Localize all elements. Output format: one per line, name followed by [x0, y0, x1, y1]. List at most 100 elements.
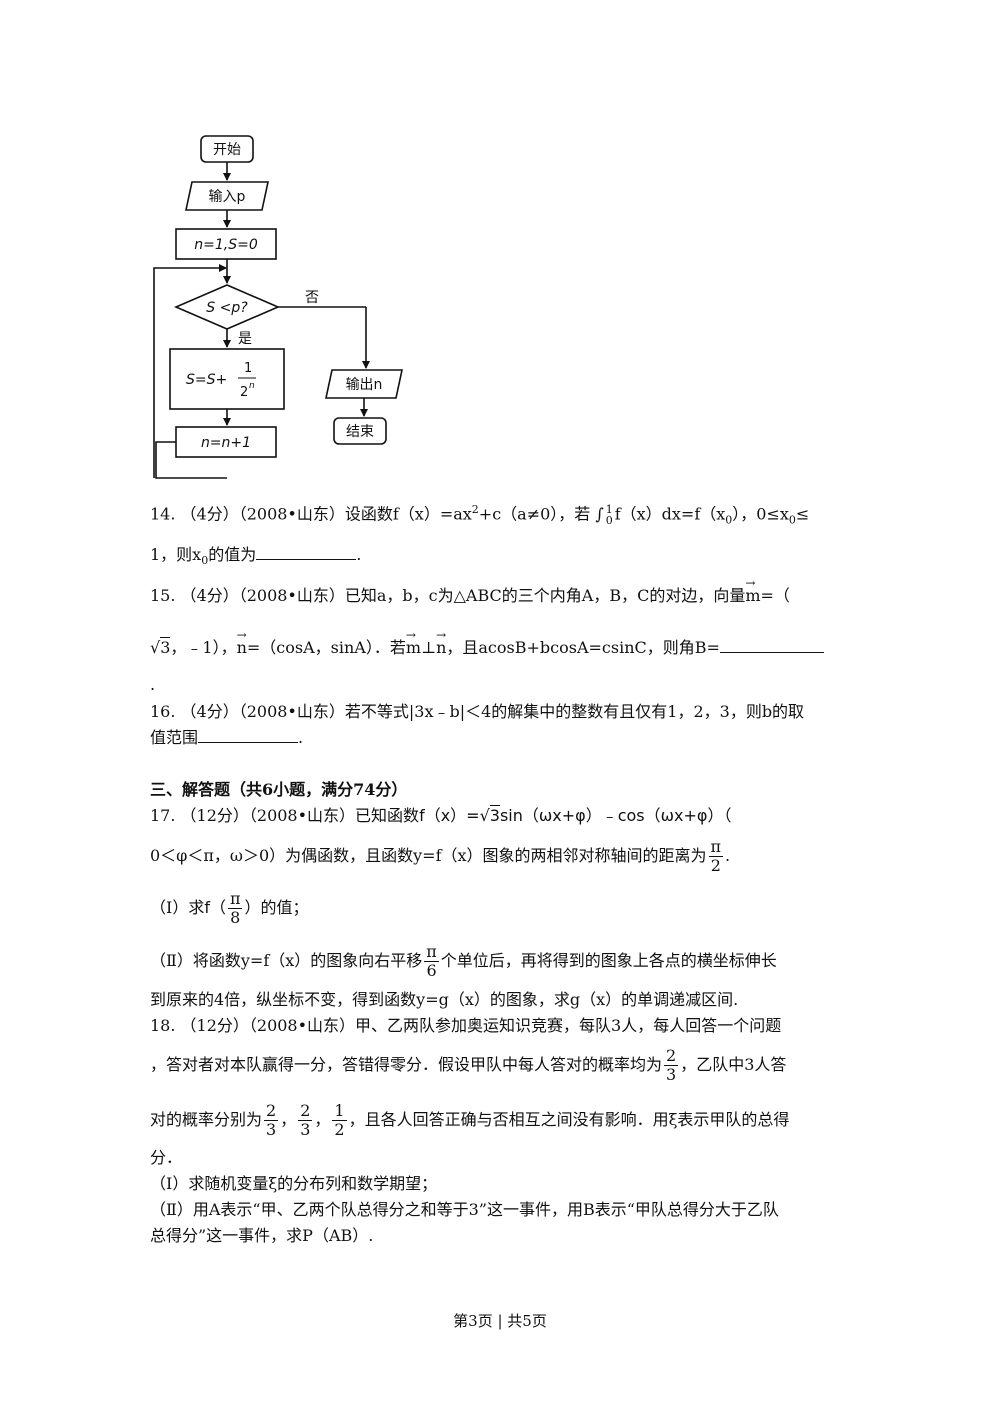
q18-frac-num: 2 — [664, 1046, 679, 1066]
q18-frac3-num: 1 — [332, 1101, 347, 1121]
flow-update-s-label: S=S+ — [186, 372, 227, 388]
flow-end-label: 结束 — [346, 424, 374, 440]
q18-comma1: ， — [280, 1110, 297, 1129]
flow-update-s-den: 2 — [240, 385, 248, 400]
q18-text-a: ，答对者对本队赢得一分，答错得零分．假设甲队中每人答对的概率均为 — [150, 1055, 663, 1074]
q18-comma2: ， — [314, 1110, 331, 1129]
flow-input-box — [185, 181, 269, 211]
q18-line1: 18. （12分）（2008•山东）甲、乙两队参加奥运知识竞赛，每队3人，每人回… — [150, 1016, 782, 1035]
q15-vector-n: n — [237, 625, 247, 658]
q17-part2-pi: π — [424, 942, 439, 962]
q14-text-b: +c（a≠0），若 ∫ — [478, 504, 604, 524]
q16-text-b: . — [298, 728, 304, 747]
q14-text-e: ≤ — [795, 504, 810, 524]
q17-frac-two: 2 — [710, 856, 721, 875]
flow-update-s-den-exp: n — [249, 381, 255, 391]
flow-init-box — [175, 228, 277, 260]
q15-vector-m2: m — [406, 625, 421, 658]
flowchart: 开始 输入p n=1,S=0 S <p? 否 是 S=S+ 1 2 n n=n+… — [153, 135, 403, 479]
q16-answer-blank — [198, 728, 299, 743]
q17-text-d: . — [725, 846, 731, 865]
q17-part1-f: f（ — [204, 898, 226, 917]
q16-line1: 16. （4分）（2008•山东）若不等式|3x﹣b|＜4的解集中的整数有且仅有… — [150, 702, 805, 721]
flow-output-label: 输出n — [346, 377, 383, 393]
q14-sub-b: 0 — [788, 513, 796, 527]
q14-text-a: 14. （4分）（2008•山东）设函数f（x）=ax — [150, 504, 472, 524]
section-heading: 三、解答题（共6小题，满分74分） — [150, 780, 408, 799]
q16-line2: 值范围. — [150, 728, 303, 748]
flow-start-label: 开始 — [213, 142, 241, 158]
q15-sqrt-sign: √ — [150, 638, 161, 657]
q17-part2-a: （Ⅱ）将函数y=f（x）的图象向右平移 — [150, 951, 423, 970]
q17-sqrt-sign: √ — [479, 806, 490, 825]
q14-text-c: f（x）dx=f（x — [614, 504, 726, 524]
q14-line2-b: 的值为 — [208, 545, 257, 564]
q17-frac-pi: π — [708, 837, 724, 857]
q17-part1-b: ）的值； — [244, 898, 309, 917]
q15-text-c: ，﹣1）， — [170, 638, 237, 657]
q15-text-d: =（cosA，sinA）．若 — [246, 638, 406, 657]
q14-text-d: ），0≤x — [732, 504, 789, 524]
q15-answer-blank — [719, 638, 824, 653]
q18-frac2-den: 3 — [300, 1120, 311, 1139]
q18-part1: （Ⅰ）求随机变量ξ的分布列和数学期望； — [150, 1174, 438, 1193]
flow-input-label: 输入p — [209, 189, 246, 205]
q15-vector-m: m — [745, 573, 760, 606]
q17-text-c: 0＜φ＜π，ω＞0）为偶函数，且函数y=f（x）图象的两相邻对称轴间的距离为 — [150, 846, 707, 865]
q15-text-e: ，且acosB+bcosA=csinC，则角B= — [446, 638, 720, 657]
q14-line2-a: 1，则x — [150, 545, 202, 564]
q18-frac3-den: 2 — [334, 1120, 345, 1139]
q17-part2-b: 个单位后，再将得到的图象上各点的横坐标伸长 — [440, 951, 777, 970]
q17-part1-pi: π — [227, 889, 243, 909]
q18-frac1-den: 3 — [266, 1120, 277, 1139]
q15-line1: 15. （4分）（2008•山东）已知a，b，c为△ABC的三个内角A，B，C的… — [150, 573, 790, 606]
flow-output-box — [325, 369, 403, 399]
q14-answer-blank — [256, 545, 357, 560]
flow-update-n-label: n=n+1 — [201, 435, 251, 451]
q17-text-a: 17. （12分）（2008•山东）已知函数 — [150, 806, 420, 825]
flow-update-s-num: 1 — [244, 361, 252, 376]
q18-part2-line2: 总得分”这一事件，求P（AB）. — [150, 1226, 374, 1245]
q18-line4: 分． — [150, 1148, 183, 1167]
q18-text-d: ，且各人回答正确与否相互之间没有影响．用ξ表示甲队的总得 — [348, 1110, 790, 1129]
q15-text-b: =（ — [760, 586, 790, 605]
q17-line1: 17. （12分）（2008•山东）已知函数f（x）=√3sin（ωx+φ）﹣c… — [150, 805, 732, 826]
flow-condition-label: S <p? — [206, 300, 248, 316]
q15-sqrt-value: 3 — [160, 637, 171, 657]
q18-frac2-num: 2 — [298, 1101, 313, 1121]
flow-end-box — [333, 417, 387, 445]
flow-no-label: 否 — [305, 290, 319, 306]
q14-int-lower: 0 — [605, 513, 613, 527]
q14-line2-c: . — [356, 545, 362, 564]
flow-init-label: n=1,S=0 — [194, 237, 258, 253]
q14-sub-c: 0 — [201, 554, 209, 568]
q17-function: f（x）= — [419, 806, 480, 825]
q14-line2: 1，则x0的值为. — [150, 545, 361, 571]
q18-text-c: 对的概率分别为 — [150, 1110, 263, 1129]
q18-part2: （Ⅱ）用A表示“甲、乙两个队总得分之和等于3”这一事件，用B表示“甲队总得分大于… — [150, 1200, 779, 1219]
q15-line2: √3，﹣1），n=（cosA，sinA）．若m⊥n，且acosB+bcosA=c… — [150, 625, 824, 658]
q17-text-b: sin（ωx+φ）﹣cos（ωx+φ）（ — [499, 806, 732, 825]
flow-yes-label: 是 — [238, 331, 252, 347]
q14-int-upper: 1 — [605, 502, 613, 516]
q17-part1-a: （Ⅰ）求 — [150, 898, 205, 917]
q18-text-b: ，乙队中3人答 — [680, 1055, 787, 1074]
q14-sup: 2 — [471, 503, 479, 516]
q17-part2-six: 6 — [426, 961, 437, 980]
q17-part2-line2: 到原来的4倍，纵坐标不变，得到函数y=g（x）的图象，求g（x）的单调递减区间. — [150, 990, 739, 1009]
page-footer: 第3页 | 共5页 — [453, 1312, 547, 1330]
q17-sqrt-value: 3 — [489, 805, 500, 825]
q15-perp: ⊥ — [421, 638, 437, 657]
q16-text-a: 值范围 — [150, 728, 199, 747]
q18-frac1-num: 2 — [264, 1101, 279, 1121]
q14-sub: 0 — [725, 513, 733, 527]
q17-part1-eight: 8 — [230, 908, 241, 927]
q15-text-a: 15. （4分）（2008•山东）已知a，b，c为△ABC的三个内角A，B，C的… — [150, 586, 746, 605]
q14-line1: 14. （4分）（2008•山东）设函数f（x）=ax2+c（a≠0），若 ∫1… — [150, 500, 809, 531]
q15-line3: . — [150, 675, 156, 694]
